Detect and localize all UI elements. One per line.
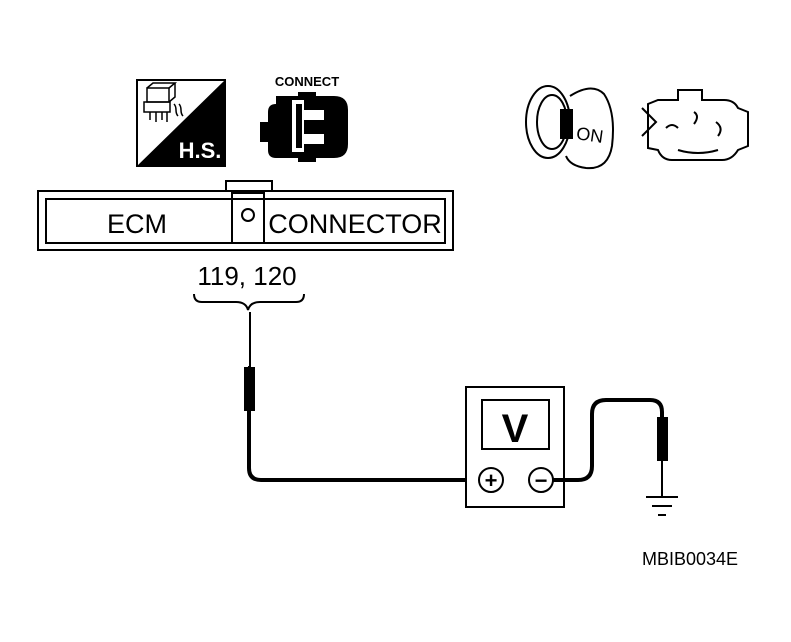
- connector-latch: [241, 208, 255, 222]
- meter-display-label: V: [502, 407, 529, 451]
- connector-label: CONNECTOR: [268, 209, 442, 239]
- harness-side-icon: H.S.: [136, 79, 226, 167]
- ecm-connector: ECM CONNECTOR: [37, 180, 454, 251]
- positive-terminal-symbol: +: [485, 468, 498, 493]
- voltmeter: V + −: [465, 386, 565, 508]
- positive-probe: [244, 312, 255, 411]
- connect-icon: CONNECT: [260, 74, 348, 162]
- negative-lead-wire: [553, 398, 664, 482]
- hs-label: H.S.: [179, 138, 222, 163]
- negative-terminal-symbol: −: [535, 468, 548, 493]
- terminal-brace: [193, 293, 305, 311]
- positive-terminal: [478, 467, 504, 493]
- terminal-numbers: 119, 120: [197, 261, 296, 291]
- ground-symbol: [646, 496, 678, 516]
- ignition-key-icon: ON: [525, 85, 614, 170]
- ecm-label: ECM: [107, 209, 167, 239]
- negative-probe: [657, 417, 668, 497]
- connect-label: CONNECT: [275, 74, 339, 89]
- ignition-on-label: ON: [575, 123, 605, 147]
- positive-lead-wire: [247, 411, 478, 482]
- engine-icon: [641, 89, 749, 161]
- figure-code: MBIB0034E: [642, 549, 738, 569]
